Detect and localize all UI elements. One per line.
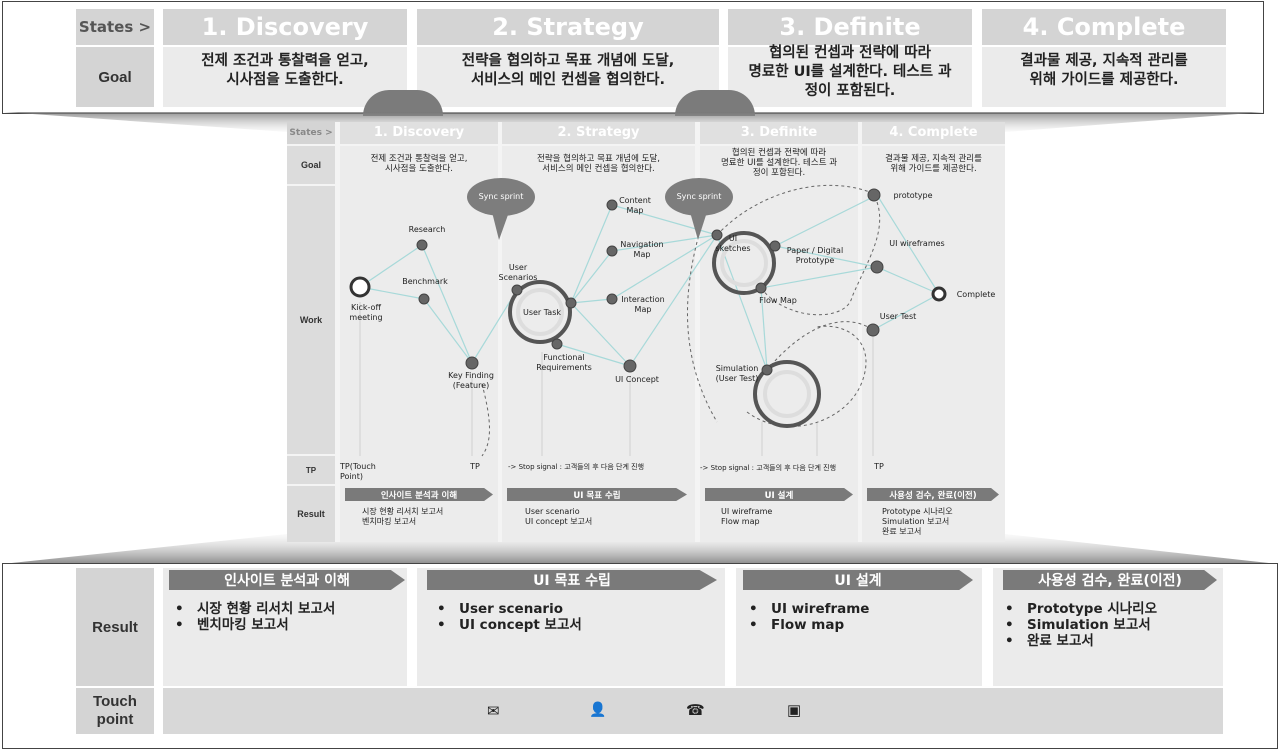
mini-result-tag-4: 사용성 검수, 완료(이전) — [867, 488, 999, 501]
mini-phase-complete: 4. Complete — [862, 122, 1005, 144]
mini-goal-label: Goal — [287, 146, 335, 184]
goal-cell-complete — [982, 47, 1226, 107]
node-simulation: Simulation(User Test) — [715, 364, 759, 383]
node-prototype: prototype — [893, 191, 933, 200]
result-item: 완료 보고서 — [1001, 633, 1157, 649]
mini-goal-discovery: 전제 조건과 통찰력을 얻고,시사점을 도출한다. — [370, 154, 468, 174]
person-icon: 👤 — [589, 701, 607, 717]
mini-work-label: Work — [287, 186, 335, 454]
result-list-definite: UI wireframe Flow map — [745, 601, 869, 633]
sync-sprint-label-2: Sync sprint — [676, 192, 722, 201]
mini-phase-strategy: 2. Strategy — [502, 122, 695, 144]
result-list-strategy: User scenario UI concept 보고서 — [433, 601, 582, 633]
mini-phase-discovery: 1. Discovery — [340, 122, 498, 144]
mail-icon: ✉ — [487, 703, 500, 720]
bottom-zoom-panel: Result 인사이트 분석과 이해 UI 목표 수립 UI 설계 사용성 검수… — [2, 563, 1278, 749]
goal-cell-strategy — [417, 47, 719, 107]
result-item: 벤치마킹 보고서 — [171, 617, 335, 633]
mini-col-complete — [862, 146, 1005, 542]
phase-strategy: 2. Strategy — [417, 9, 719, 45]
result-item: Prototype 시나리오 — [1001, 601, 1157, 617]
result-tag-usability: 사용성 검수, 완료(이전) — [1003, 570, 1217, 590]
node-user-test: User Test — [879, 312, 917, 321]
goal-text-strategy: 전략을 협의하고 목표 개념에 도달,서비스의 메인 컨셉을 협의한다. — [461, 53, 675, 88]
result-list-discovery: 시장 현황 리서치 보고서 벤치마킹 보고서 — [171, 601, 335, 633]
result-item: Simulation 보고서 — [1001, 617, 1157, 633]
result-item: Flow map — [745, 617, 869, 633]
mini-col-strategy — [502, 146, 695, 542]
result-tag-ui-design: UI 설계 — [743, 570, 973, 590]
sync-bubble-top-1 — [363, 90, 443, 116]
phase-discovery: 1. Discovery — [163, 9, 407, 45]
mini-states-label: States > — [287, 122, 335, 144]
browser-icon: ▣ — [787, 702, 802, 719]
node-complete: Complete — [956, 290, 996, 299]
phase-complete: 4. Complete — [982, 9, 1226, 45]
node-ui-concept: UI Concept — [615, 375, 659, 384]
diagram-overview: States > 1. Discovery 2. Strategy 3. Def… — [287, 122, 1005, 542]
mini-result-label: Result — [287, 486, 335, 542]
touch-point-bar — [163, 688, 1223, 734]
node-key-finding: Key Finding(Feature) — [448, 371, 494, 390]
mini-result-tag-3: UI 설계 — [705, 488, 853, 501]
result-tag-ui-goal: UI 목표 수립 — [427, 570, 717, 590]
node-user-task: User Task — [522, 308, 562, 317]
mini-tp-stop-1: -> Stop signal : 고객들의 후 다음 단계 진행 — [508, 463, 645, 471]
result-item: 시장 현황 리서치 보고서 — [171, 601, 335, 617]
goal-cell-discovery — [163, 47, 407, 107]
work-flow-diagram — [349, 178, 947, 457]
mini-col-discovery — [340, 146, 498, 542]
result-item: User scenario — [433, 601, 582, 617]
node-research: Research — [408, 225, 446, 234]
mini-tp-label: TP — [287, 456, 335, 484]
mini-tp-touchpoint: TP(Touch Point) — [340, 462, 376, 481]
mini-tp-3: TP — [874, 462, 884, 471]
mini-phase-definite: 3. Definite — [700, 122, 858, 144]
states-label: States > — [76, 9, 154, 45]
result-list-complete: Prototype 시나리오 Simulation 보고서 완료 보고서 — [1001, 601, 1157, 649]
mini-tp-stop-2: -> Stop signal : 고객들의 후 다음 단계 진행 — [700, 464, 837, 472]
result-label: Result — [76, 568, 154, 686]
goal-cell-definite — [728, 47, 972, 107]
mini-result-tag-2: UI 목표 수립 — [507, 488, 687, 501]
mini-result-tag-1: 인사이트 분석과 이해 — [345, 488, 493, 501]
node-flow-map: Flow Map — [759, 296, 797, 305]
phase-definite: 3. Definite — [728, 9, 972, 45]
result-item: UI concept 보고서 — [433, 617, 582, 633]
result-item: UI wireframe — [745, 601, 869, 617]
mini-tp-2: TP — [470, 462, 480, 471]
node-ui-wireframes: UI wireframes — [889, 239, 945, 248]
sync-sprint-label-1: Sync sprint — [478, 192, 524, 201]
node-benchmark: Benchmark — [402, 277, 448, 286]
phone-icon: ☎ — [686, 702, 705, 719]
mini-goal-strategy: 전략을 협의하고 목표 개념에 도달,서비스의 메인 컨셉을 협의한다. — [537, 154, 660, 174]
mini-col-definite — [700, 146, 858, 542]
top-zoom-panel: States > 1. Discovery 2. Strategy 3. Def… — [2, 1, 1264, 116]
goal-label: Goal — [76, 47, 154, 107]
result-tag-insight: 인사이트 분석과 이해 — [169, 570, 405, 590]
goal-text-discovery: 전제 조건과 통찰력을 얻고,시사점을 도출한다. — [201, 53, 369, 88]
sync-bubble-top-2 — [675, 90, 755, 116]
